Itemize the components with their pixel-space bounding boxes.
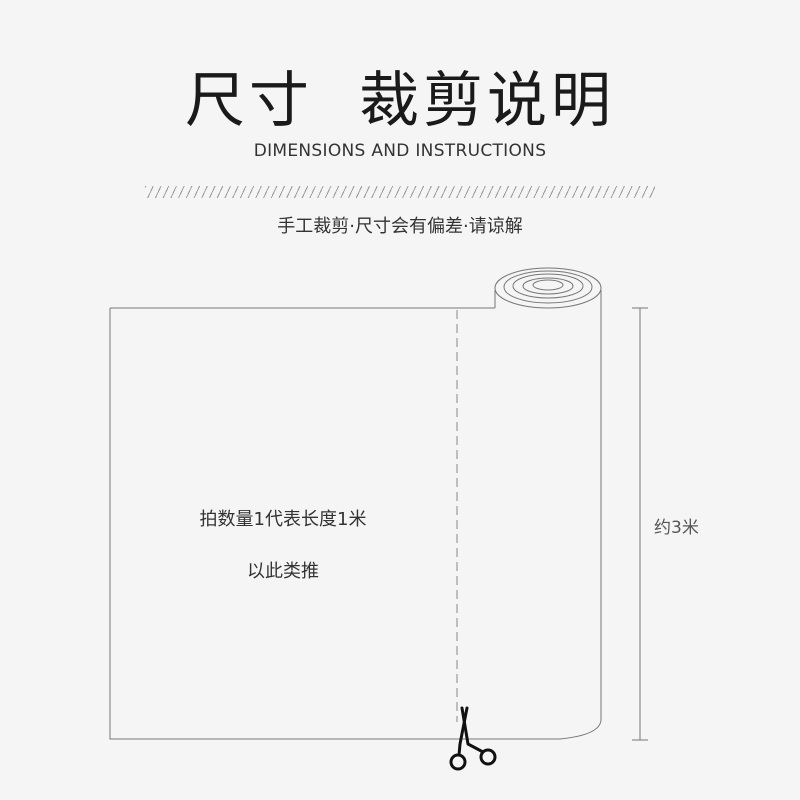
fabric-roll xyxy=(110,268,601,739)
length-dimension-line xyxy=(632,308,648,740)
quantity-length-note: 拍数量1代表长度1米 xyxy=(110,505,456,531)
and-so-on-note: 以此类推 xyxy=(110,557,456,583)
length-label: 约3米 xyxy=(654,513,699,538)
